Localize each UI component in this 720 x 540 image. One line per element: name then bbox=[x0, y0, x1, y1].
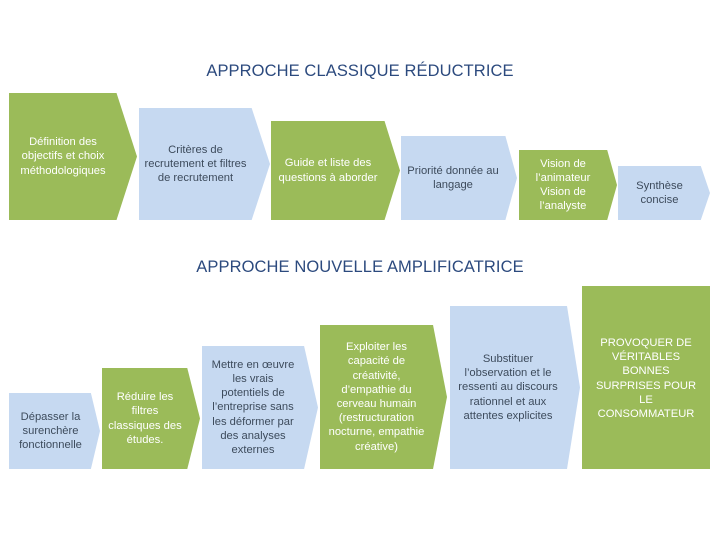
step-label: Réduire les filtres classiques des étude… bbox=[108, 391, 182, 446]
classic-approach-title: APPROCHE CLASSIQUE RÉDUCTRICE bbox=[206, 62, 514, 80]
step-label: Synthèse concise bbox=[636, 179, 683, 206]
new-step-3: Mettre en œuvre les vrais potentiels de … bbox=[202, 346, 318, 469]
step-label: Mettre en œuvre les vrais potentiels de … bbox=[211, 358, 295, 456]
new-step-4: Exploiter les capacité de créativité, d’… bbox=[320, 325, 447, 469]
classic-step-3: Guide et liste des questions à aborder bbox=[271, 121, 400, 220]
step-label: Vision de l’animateur Vision de l’analys… bbox=[535, 157, 591, 213]
classic-step-6: Synthèse concise bbox=[618, 166, 710, 220]
step-label: PROVOQUER DE VÉRITABLES BONNES SURPRISES… bbox=[595, 337, 697, 421]
step-label: Guide et liste des questions à aborder bbox=[278, 157, 378, 184]
new-step-6-goal: PROVOQUER DE VÉRITABLES BONNES SURPRISES… bbox=[582, 286, 710, 469]
step-label: Dépasser la surenchère fonctionnelle bbox=[19, 410, 82, 452]
step-label: Priorité donnée au langage bbox=[407, 164, 499, 191]
classic-step-1: Définition des objectifs et choix méthod… bbox=[9, 93, 137, 220]
classic-step-2: Critères de recrutement et filtres de re… bbox=[139, 108, 270, 220]
classic-step-5: Vision de l’animateur Vision de l’analys… bbox=[519, 150, 617, 220]
step-label: Critères de recrutement et filtres de re… bbox=[144, 143, 247, 185]
new-approach-title: APPROCHE NOUVELLE AMPLIFICATRICE bbox=[196, 258, 524, 276]
step-label: Exploiter les capacité de créativité, d’… bbox=[328, 341, 425, 453]
new-step-1: Dépasser la surenchère fonctionnelle bbox=[9, 393, 100, 469]
classic-step-4: Priorité donnée au langage bbox=[401, 136, 517, 220]
new-step-5: Substituer l’observation et le ressenti … bbox=[450, 306, 580, 469]
step-label: Substituer l’observation et le ressenti … bbox=[458, 352, 558, 422]
new-step-2: Réduire les filtres classiques des étude… bbox=[102, 368, 200, 469]
step-label: Définition des objectifs et choix méthod… bbox=[20, 136, 106, 177]
